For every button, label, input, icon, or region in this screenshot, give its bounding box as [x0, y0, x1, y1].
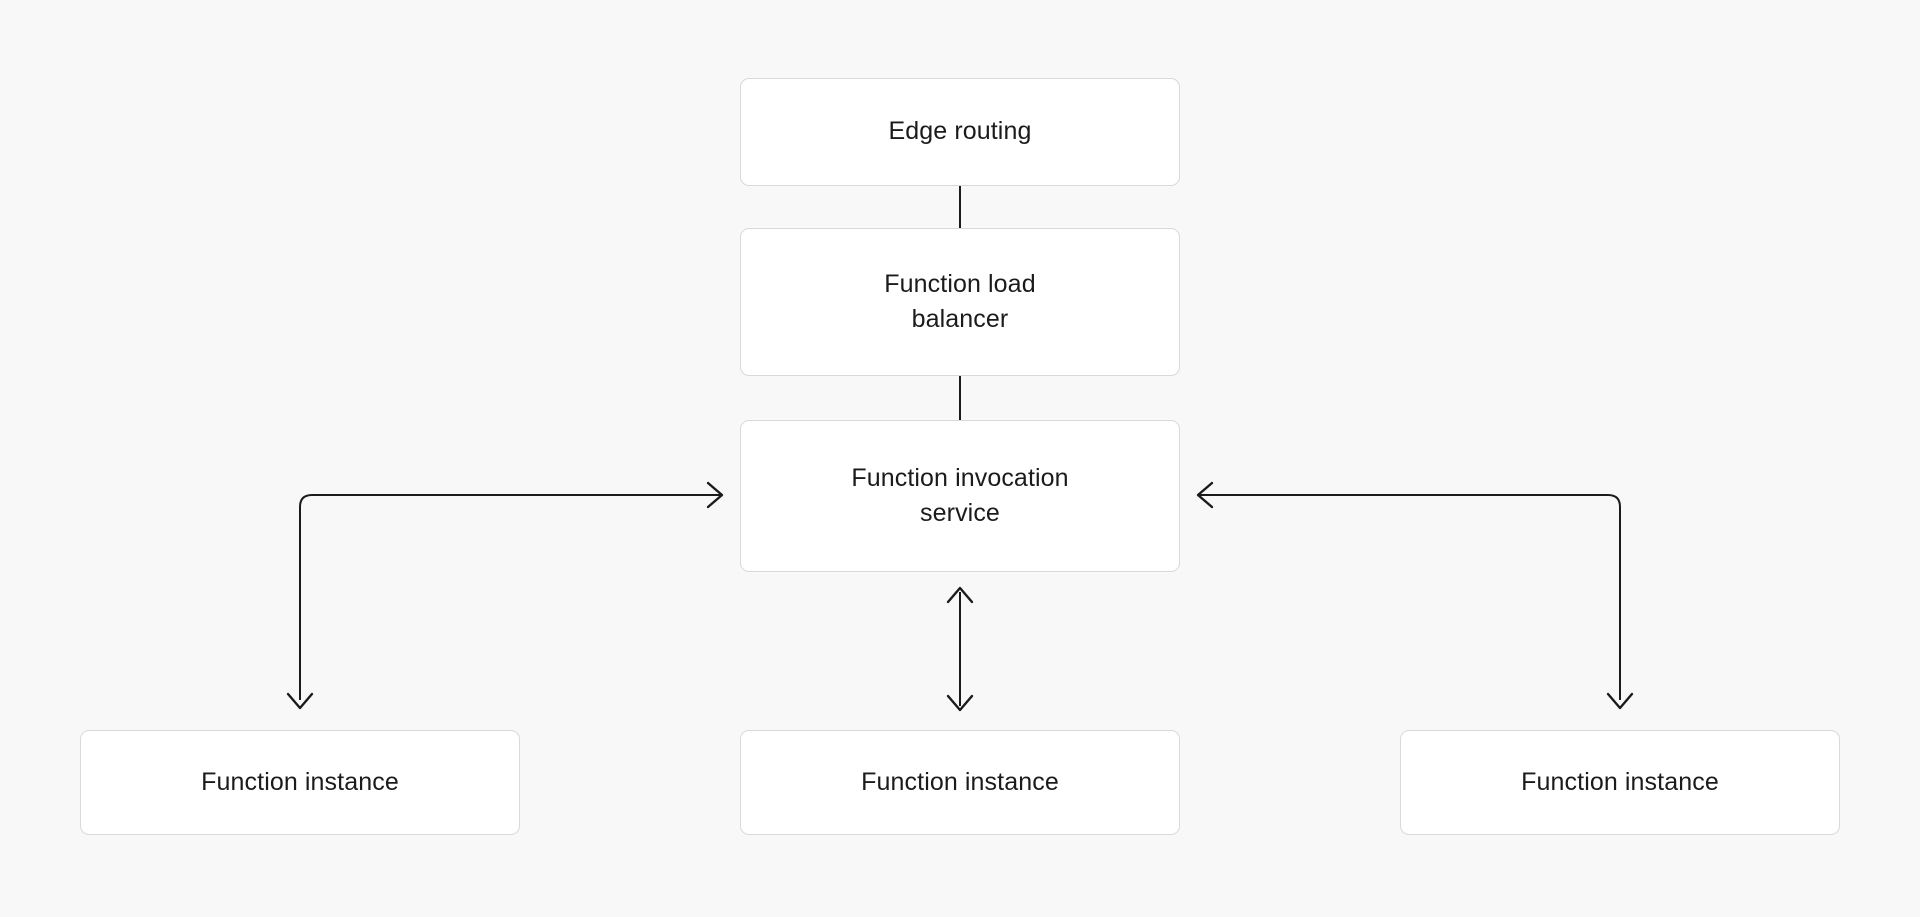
arrowhead-down-into-instance-center [946, 694, 974, 712]
arrowhead-down-into-instance-right [1606, 692, 1634, 710]
node-function-load-balancer[interactable]: Function load balancer [740, 228, 1180, 376]
node-edge-routing[interactable]: Edge routing [740, 78, 1180, 186]
node-function-invocation-service-label: Function invocation service [851, 463, 1069, 528]
invocation-service-to-instance-left-line [299, 494, 722, 700]
arrowhead-right-into-invocation-service [706, 481, 724, 509]
node-function-instance-left[interactable]: Function instance [80, 730, 520, 835]
node-function-instance-center-label: Function instance [861, 767, 1059, 796]
node-edge-routing-label: Edge routing [888, 117, 1032, 146]
arrowhead-left-into-invocation-service [1196, 481, 1214, 509]
node-function-invocation-service[interactable]: Function invocation service [740, 420, 1180, 572]
invocation-service-to-instance-right-line [1198, 494, 1621, 700]
arrowhead-up-into-invocation-service [946, 586, 974, 604]
node-function-instance-right-label: Function instance [1521, 767, 1719, 796]
arrowhead-down-into-instance-left [286, 692, 314, 710]
node-function-instance-right[interactable]: Function instance [1400, 730, 1840, 835]
node-function-instance-left-label: Function instance [201, 767, 399, 796]
node-function-instance-center[interactable]: Function instance [740, 730, 1180, 835]
node-function-load-balancer-label: Function load balancer [884, 269, 1036, 334]
